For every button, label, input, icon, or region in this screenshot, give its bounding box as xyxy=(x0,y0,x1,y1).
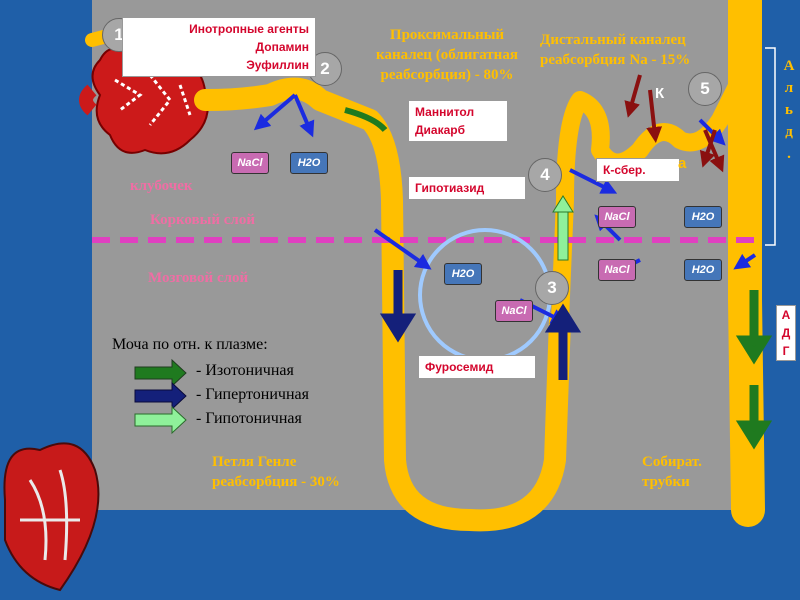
adh-3: Г xyxy=(782,344,790,358)
aldosterone-bracket xyxy=(765,47,776,246)
h2o-chip-4: H2O xyxy=(684,259,722,281)
loop-line-1: Петля Генле xyxy=(212,454,297,470)
ald-5: . xyxy=(787,146,791,162)
cortex-label: Корковый слой xyxy=(150,212,255,228)
distal-na: Na - 15% xyxy=(629,52,691,68)
nacl-chip-1: NaCl xyxy=(231,152,269,174)
proximal-line-2: каналец (облигатная xyxy=(376,47,518,63)
furosemid-box: Фуросемид xyxy=(418,355,536,379)
legend-title: Моча по отн. к плазме: xyxy=(112,336,268,353)
ald-1: А xyxy=(783,58,795,74)
nacl-chip-2: NaCl xyxy=(495,300,533,322)
collecting-line-2: трубки xyxy=(642,474,690,490)
legend-arrow-hypotonic xyxy=(134,405,187,435)
adh-label: А Д Г xyxy=(776,305,796,361)
inotrop-drugs-box: Инотропные агенты Допамин Эуфиллин xyxy=(122,17,316,77)
h2o-chip-2: H2O xyxy=(444,263,482,285)
number-3-badge: 3 xyxy=(535,271,569,305)
proximal-line-1: Проксимальный xyxy=(389,27,505,43)
h2o-chip-1: H2O xyxy=(290,152,328,174)
inotrop-line-1: Инотропные агенты xyxy=(189,22,309,36)
legend-isotonic: - Изотоничная xyxy=(196,362,294,379)
heart-illustration xyxy=(3,442,100,592)
k-sber-box: К-сбер. xyxy=(596,158,680,182)
mannitol-box: Маннитол Диакарб xyxy=(408,100,508,142)
number-4-badge: 4 xyxy=(528,158,562,192)
legend-hypotonic: - Гипотоничная xyxy=(196,410,302,427)
na-ion-label: а xyxy=(678,155,687,172)
distal-line-1: Дистальный каналец xyxy=(540,32,686,48)
loop-label: Петля Генле реабсорбция - 30% xyxy=(212,452,340,492)
adh-2: Д xyxy=(781,326,791,340)
hypothiazid-box: Гипотиазид xyxy=(408,176,526,200)
aldosterone-label: А л ь д . xyxy=(780,55,798,165)
proximal-line-3: реабсорбция) - 80% xyxy=(380,67,514,83)
inotrop-line-3: Эуфиллин xyxy=(246,58,309,72)
legend-arrow-hypertonic xyxy=(134,381,187,411)
adh-1: А xyxy=(781,308,791,322)
collecting-label: Собират. трубки xyxy=(642,452,702,492)
medulla-label: Мозговой слой xyxy=(148,270,249,286)
loop-line-2: реабсорбция - 30% xyxy=(212,474,340,490)
nacl-chip-3: NaCl xyxy=(598,206,636,228)
mannitol-line-2: Диакарб xyxy=(415,123,466,137)
h2o-chip-3: H2O xyxy=(684,206,722,228)
mannitol-line-1: Маннитол xyxy=(415,105,475,119)
collecting-line-1: Собират. xyxy=(642,454,702,470)
legend-hypertonic: - Гипертоничная xyxy=(196,386,309,403)
ald-4: д xyxy=(785,124,793,140)
legend-arrow-isotonic xyxy=(134,358,187,388)
number-5-badge: 5 xyxy=(688,72,722,106)
inotrop-line-2: Допамин xyxy=(255,40,309,54)
legend-arrows xyxy=(134,358,187,435)
ald-3: ь xyxy=(785,102,793,118)
k-ion-label: К xyxy=(655,85,665,102)
distal-reabs: реабсорбция xyxy=(540,52,626,68)
nacl-chip-4: NaCl xyxy=(598,259,636,281)
glomerulus-label: клубочек xyxy=(130,178,193,194)
ald-2: л xyxy=(784,80,794,96)
proximal-tubule-label: Проксимальный каналец (облигатная реабсо… xyxy=(352,25,542,85)
